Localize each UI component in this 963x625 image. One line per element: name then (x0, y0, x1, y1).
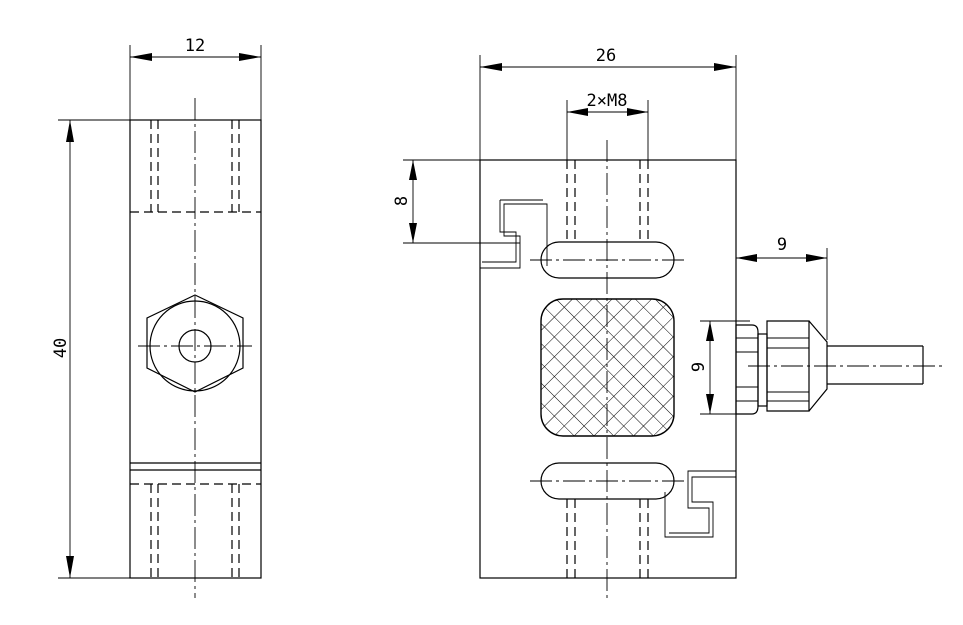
dimension-thread: 2×M8 (566, 91, 649, 160)
dimension-gland-height: 9 (689, 320, 750, 415)
upper-slot-inner (482, 199, 543, 263)
upper-slot-outer (480, 203, 548, 269)
dimension-top-offset-label: 8 (392, 196, 412, 206)
dimension-side-height: 40 (51, 119, 130, 579)
lower-slot-outer (664, 476, 736, 538)
dimension-thread-label: 2×M8 (587, 91, 628, 111)
front-bottom-thread-hidden (566, 499, 649, 578)
dimension-side-width: 12 (129, 36, 262, 120)
dimension-front-width-label: 26 (596, 46, 616, 66)
dimension-top-offset: 8 (392, 159, 520, 244)
lower-slot-inner (669, 470, 736, 534)
side-view-body (129, 119, 262, 579)
side-bottom-thread-hidden (130, 483, 261, 578)
front-view: 26 2×M8 8 9 (392, 46, 942, 598)
dimension-side-width-label: 12 (185, 36, 205, 56)
dimension-gland-height-label: 9 (689, 362, 709, 372)
side-top-thread-hidden (130, 120, 261, 213)
dimension-front-width: 26 (479, 46, 737, 160)
front-top-thread-hidden (566, 160, 649, 242)
dimension-cable-offset: 9 (736, 235, 828, 340)
strain-gauge-area (540, 298, 675, 437)
side-view: 12 40 (51, 36, 262, 598)
dimension-side-height-label: 40 (51, 338, 71, 358)
cable-gland (735, 320, 942, 415)
dimension-cable-offset-label: 9 (777, 235, 787, 255)
